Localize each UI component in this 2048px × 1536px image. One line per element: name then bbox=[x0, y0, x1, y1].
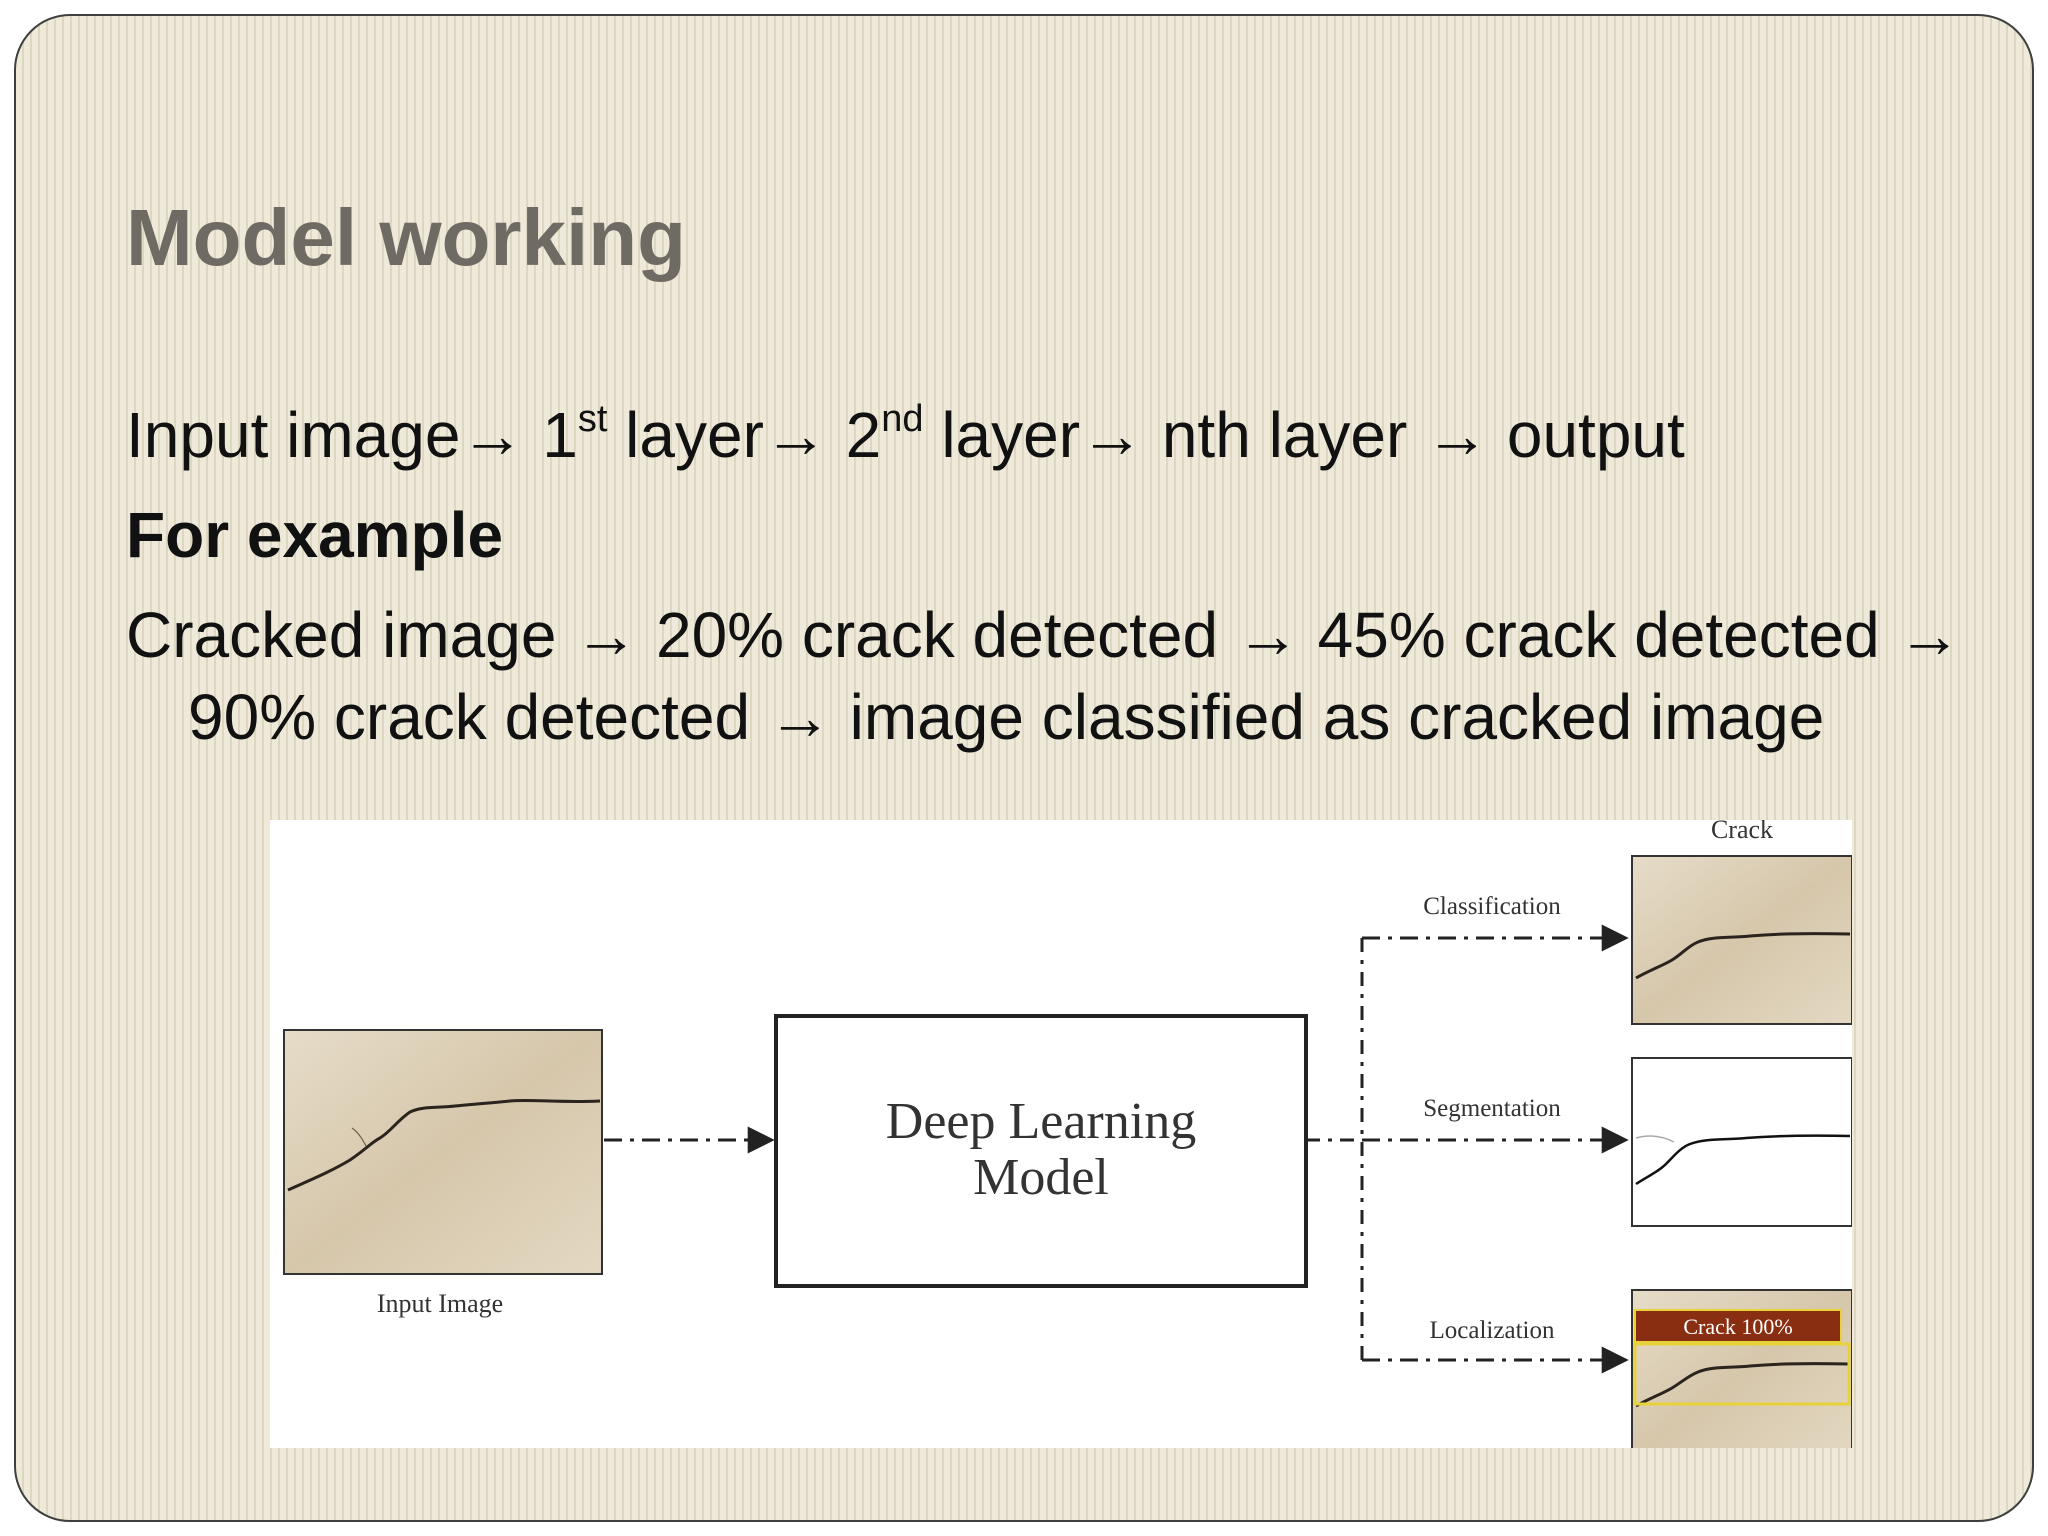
flow-second-sup: nd bbox=[881, 398, 924, 440]
detection-tag bbox=[1634, 1309, 1842, 1343]
layer-flow-line: Input image→ 1st layer→ 2nd layer→ nth l… bbox=[126, 394, 2006, 476]
flow-first-num: 1 bbox=[542, 399, 578, 471]
flow-nth: nth layer bbox=[1144, 399, 1426, 471]
flow-arrow-icon: → bbox=[1425, 399, 1490, 471]
model-box bbox=[774, 1014, 1308, 1288]
classification-output-image bbox=[1631, 855, 1852, 1025]
figure-svg: Input Image Deep Learning Model Classifi… bbox=[283, 820, 1852, 1448]
slide-title: Model working bbox=[126, 193, 686, 282]
detection-tag-label: Crack 100% bbox=[1683, 1314, 1792, 1339]
example-text: Cracked image → 20% crack detected → 45%… bbox=[126, 599, 1962, 753]
localization-output-image bbox=[1631, 1289, 1852, 1448]
flow-input: Input image bbox=[126, 399, 461, 471]
flow-arrow-icon: → bbox=[460, 399, 525, 471]
flow-first-rest: layer bbox=[607, 399, 764, 471]
detection-bounding-box bbox=[1633, 1342, 1851, 1406]
classification-label: Classification bbox=[1423, 893, 1561, 920]
slide: Model working Input image→ 1st layer→ 2n… bbox=[14, 14, 2034, 1522]
segmentation-output-image bbox=[1631, 1057, 1852, 1227]
input-image-label: Input Image bbox=[377, 1289, 503, 1318]
flow-output: output bbox=[1489, 399, 1685, 471]
crack-detection-figure: Input Image Deep Learning Model Classifi… bbox=[270, 820, 1852, 1448]
flow-second-num: 2 bbox=[845, 399, 882, 471]
flow-arrow-icon: → bbox=[763, 399, 828, 471]
input-image bbox=[283, 1029, 603, 1275]
crack-class-label: Crack bbox=[1711, 820, 1773, 844]
model-label-line2: Model bbox=[973, 1149, 1109, 1206]
flow-first-sup: st bbox=[577, 398, 608, 440]
flow-arrow-icon: → bbox=[1080, 399, 1145, 471]
segmentation-label: Segmentation bbox=[1423, 1095, 1561, 1122]
example-heading: For example bbox=[126, 499, 504, 571]
model-label-line1: Deep Learning bbox=[886, 1093, 1196, 1150]
flow-second-rest: layer bbox=[923, 399, 1081, 471]
input-crack-line bbox=[287, 1098, 601, 1192]
localization-label: Localization bbox=[1430, 1317, 1555, 1344]
